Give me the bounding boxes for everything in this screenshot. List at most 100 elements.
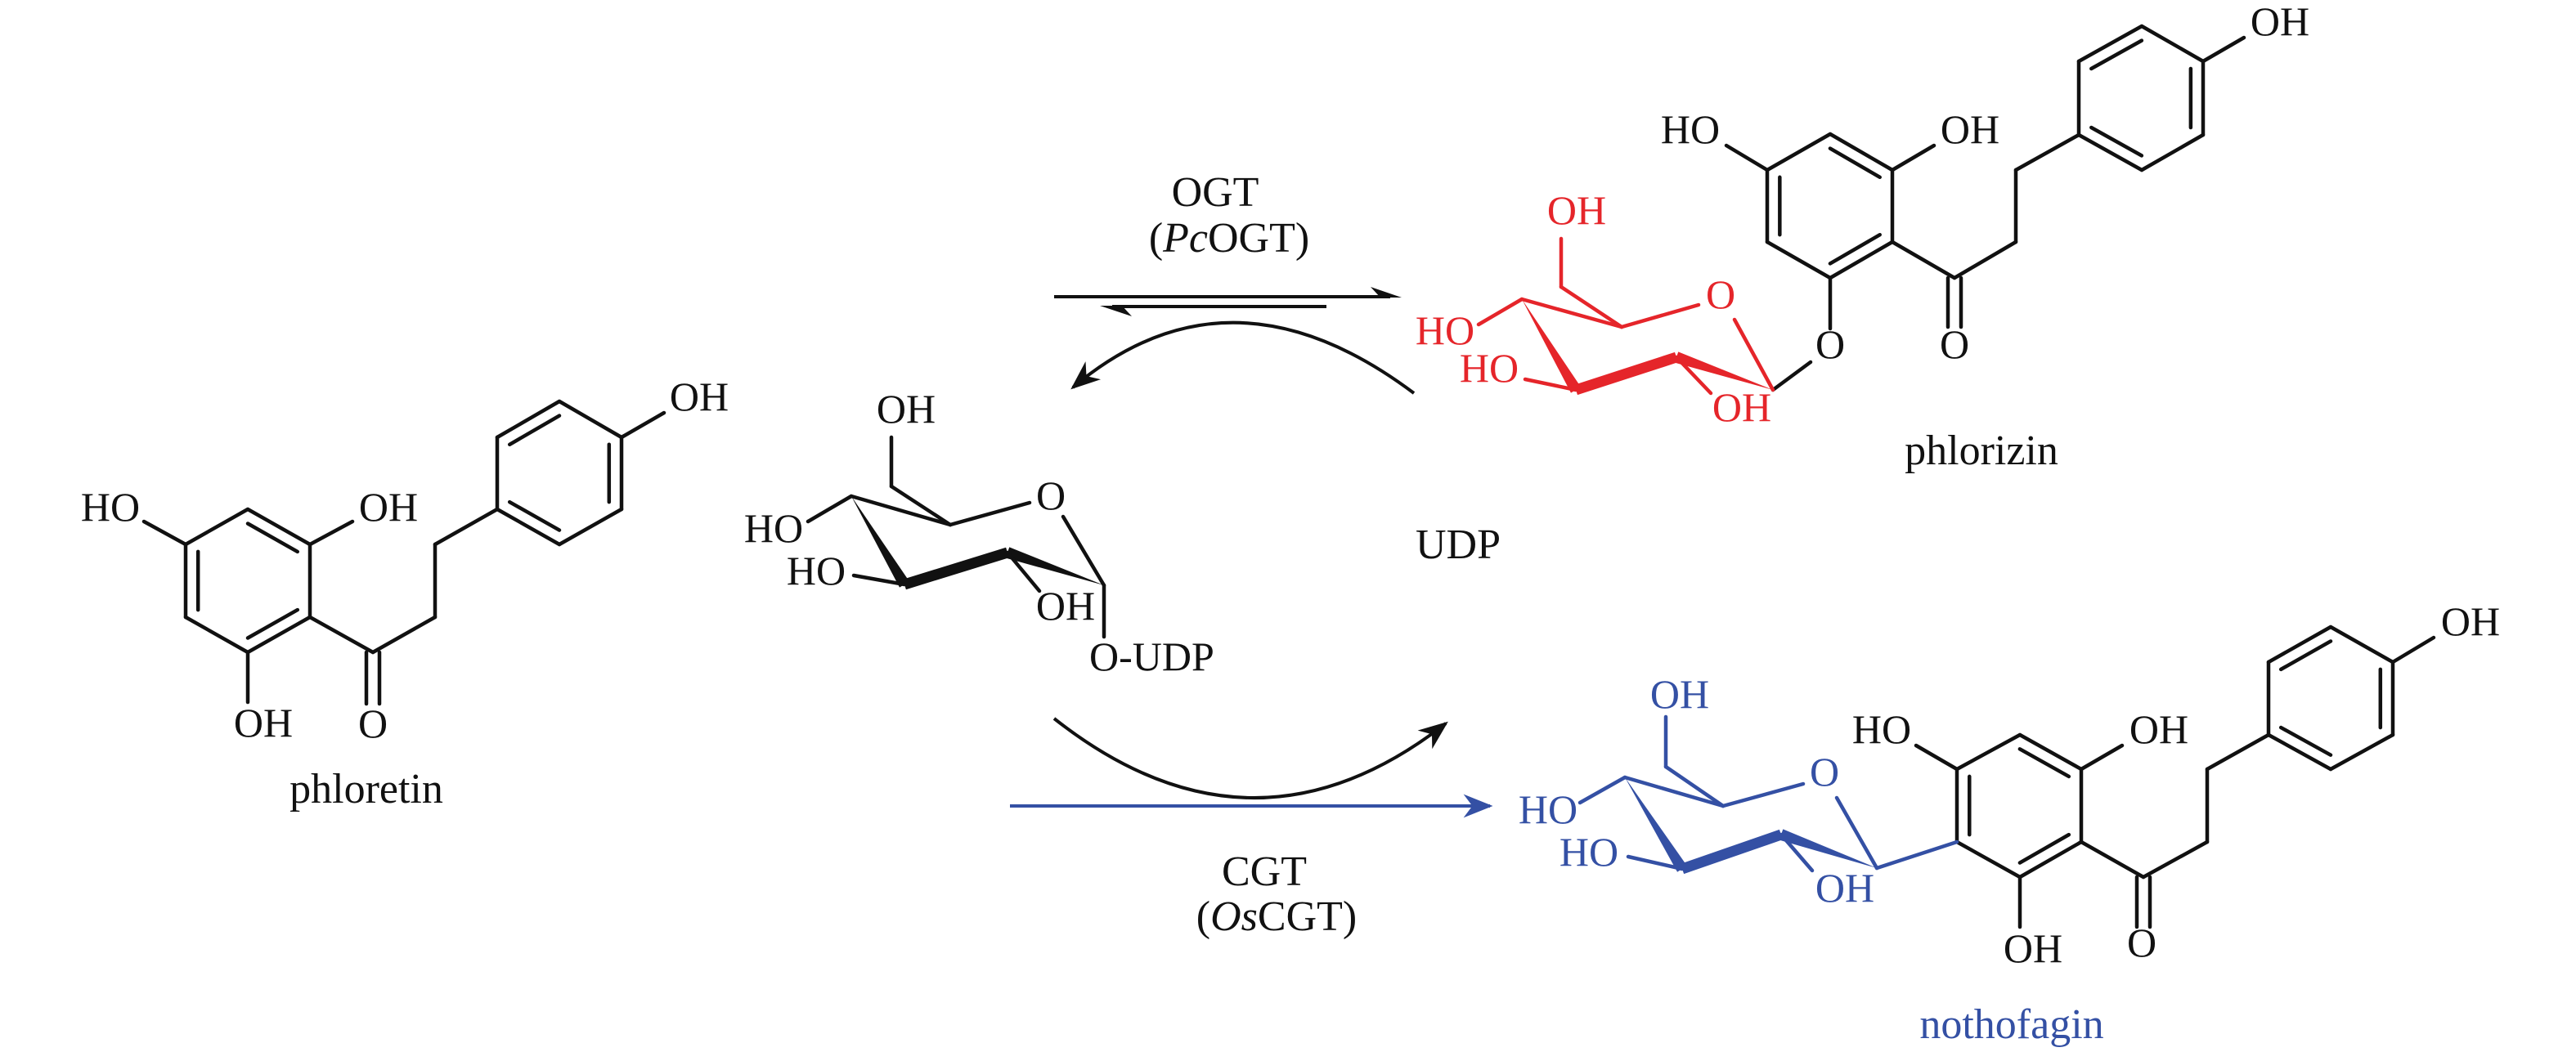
forward-arrowhead-icon bbox=[1371, 287, 1402, 298]
udp-glucose-structure: OH HO HO O OH O-UDP bbox=[744, 386, 1214, 679]
single-bond bbox=[1834, 795, 1879, 871]
ring-bond bbox=[245, 615, 312, 655]
single-bond bbox=[2079, 839, 2146, 880]
phlorizin-structure: HO OH O O OH OH HO HO O OH phlorizin bbox=[1416, 0, 2309, 474]
ring-bond bbox=[2266, 624, 2333, 665]
single-bond bbox=[433, 507, 500, 547]
aromatic-inner-bond bbox=[245, 607, 300, 640]
cgt-source-species: Os bbox=[1210, 893, 1258, 940]
ring-bond bbox=[2328, 732, 2395, 772]
ring-bond bbox=[2328, 624, 2395, 665]
single-bond bbox=[1890, 143, 1936, 172]
aromatic-inner-bond bbox=[1828, 232, 1882, 266]
ring-bond bbox=[557, 399, 624, 440]
c-glycosidic-bond bbox=[1874, 839, 1959, 871]
aromatic-inner-bond bbox=[507, 499, 562, 532]
single-bond bbox=[1721, 781, 1806, 808]
atom-label: OH bbox=[359, 484, 418, 530]
udp-byproduct-label: UDP bbox=[1416, 522, 1501, 568]
bold-bond bbox=[1573, 351, 1679, 396]
single-bond bbox=[1559, 284, 1624, 329]
single-bond bbox=[1890, 239, 1957, 280]
cgt-source-enzyme: CGT bbox=[1258, 893, 1343, 940]
single-bond bbox=[948, 500, 1032, 527]
single-bond bbox=[1619, 302, 1701, 329]
atom-label: O bbox=[1815, 321, 1845, 367]
ring-bond bbox=[2139, 24, 2206, 64]
ring-bond bbox=[2076, 132, 2144, 172]
single-bond bbox=[2079, 743, 2125, 772]
single-bond bbox=[307, 519, 355, 547]
compound-name-phloretin: phloretin bbox=[289, 766, 443, 813]
reverse-arrowhead-icon bbox=[1100, 306, 1132, 316]
single-bond bbox=[889, 484, 953, 527]
aromatic-inner-bond bbox=[2089, 38, 2144, 71]
wedge-bond bbox=[1779, 829, 1877, 868]
ogt-source-label: (PcOGT) bbox=[1149, 215, 1309, 262]
single-bond bbox=[307, 615, 375, 655]
atom-label: OH bbox=[2004, 925, 2062, 971]
single-bond bbox=[1622, 775, 1726, 808]
atom-label: HO bbox=[81, 484, 140, 530]
single-bond bbox=[1732, 317, 1775, 392]
ring-bond bbox=[1765, 132, 1833, 172]
wedge-bond bbox=[1005, 547, 1104, 585]
single-bond bbox=[2390, 635, 2436, 665]
ring-bond bbox=[1828, 132, 1895, 172]
atom-label: O bbox=[2127, 920, 2156, 965]
atom-label: HO bbox=[1416, 307, 1474, 353]
wedge-bond bbox=[851, 496, 909, 588]
ogt-source-species: Pc bbox=[1162, 215, 1208, 262]
atom-label: HO bbox=[1852, 706, 1911, 752]
single-bond bbox=[1577, 775, 1627, 805]
ring-bond bbox=[183, 507, 250, 547]
atom-label: OH bbox=[1815, 865, 1874, 911]
wedge-bond bbox=[1522, 299, 1582, 393]
udp-glucose-consumption-curved-arrow bbox=[1052, 717, 1448, 799]
paren-open: ( bbox=[1196, 893, 1210, 940]
ring-bond bbox=[495, 507, 562, 547]
ring-bond bbox=[1765, 239, 1833, 280]
atom-label: O bbox=[1940, 321, 1969, 367]
single-bond bbox=[2205, 732, 2271, 772]
atom-label: HO bbox=[1560, 829, 1618, 875]
atom-label: O-UDP bbox=[1089, 633, 1214, 679]
atom-label: OH bbox=[877, 386, 936, 432]
atom-label: HO bbox=[787, 548, 846, 593]
single-bond bbox=[2013, 132, 2081, 172]
atom-label: OH bbox=[2129, 706, 2188, 752]
single-bond bbox=[1663, 764, 1726, 808]
wedge-bond bbox=[1674, 351, 1773, 390]
single-bond bbox=[1674, 355, 1713, 396]
bold-bond bbox=[1680, 829, 1784, 875]
atom-label: OH bbox=[2441, 598, 2500, 644]
aromatic-inner-bond bbox=[2017, 747, 2071, 779]
single-bond bbox=[849, 494, 953, 527]
compound-name-phlorizin: phlorizin bbox=[1905, 428, 2058, 474]
atom-label: OH bbox=[1036, 583, 1095, 629]
nothofagin-structure: HO OH OH O OH OH HO HO O OH nothofagin bbox=[1519, 598, 2500, 1048]
compound-name-nothofagin: nothofagin bbox=[1919, 1001, 2103, 1048]
bold-bond bbox=[903, 547, 1009, 590]
paren-close: ) bbox=[1343, 893, 1357, 940]
single-bond bbox=[1952, 239, 2018, 280]
atom-label: O bbox=[1036, 472, 1066, 518]
single-bond bbox=[1914, 743, 1959, 772]
ring-bond bbox=[245, 507, 312, 547]
ring-bond bbox=[2139, 132, 2206, 172]
atom-label: OH bbox=[1712, 384, 1771, 430]
aromatic-inner-bond bbox=[1828, 146, 1882, 180]
single-bond bbox=[806, 494, 854, 524]
atom-label: O bbox=[1706, 271, 1735, 317]
ogt-enzyme-label: OGT bbox=[1172, 169, 1259, 216]
ring-bond bbox=[2017, 839, 2084, 880]
atom-label: OH bbox=[2251, 0, 2309, 44]
ring-bond bbox=[557, 507, 624, 547]
ring-bond bbox=[1954, 839, 2022, 880]
cgt-source-label: (OsCGT) bbox=[1196, 893, 1357, 940]
atom-label: OH bbox=[234, 700, 293, 745]
atom-label: OH bbox=[1941, 106, 1999, 152]
ring-bond bbox=[2017, 732, 2084, 772]
ring-bond bbox=[1954, 732, 2022, 772]
